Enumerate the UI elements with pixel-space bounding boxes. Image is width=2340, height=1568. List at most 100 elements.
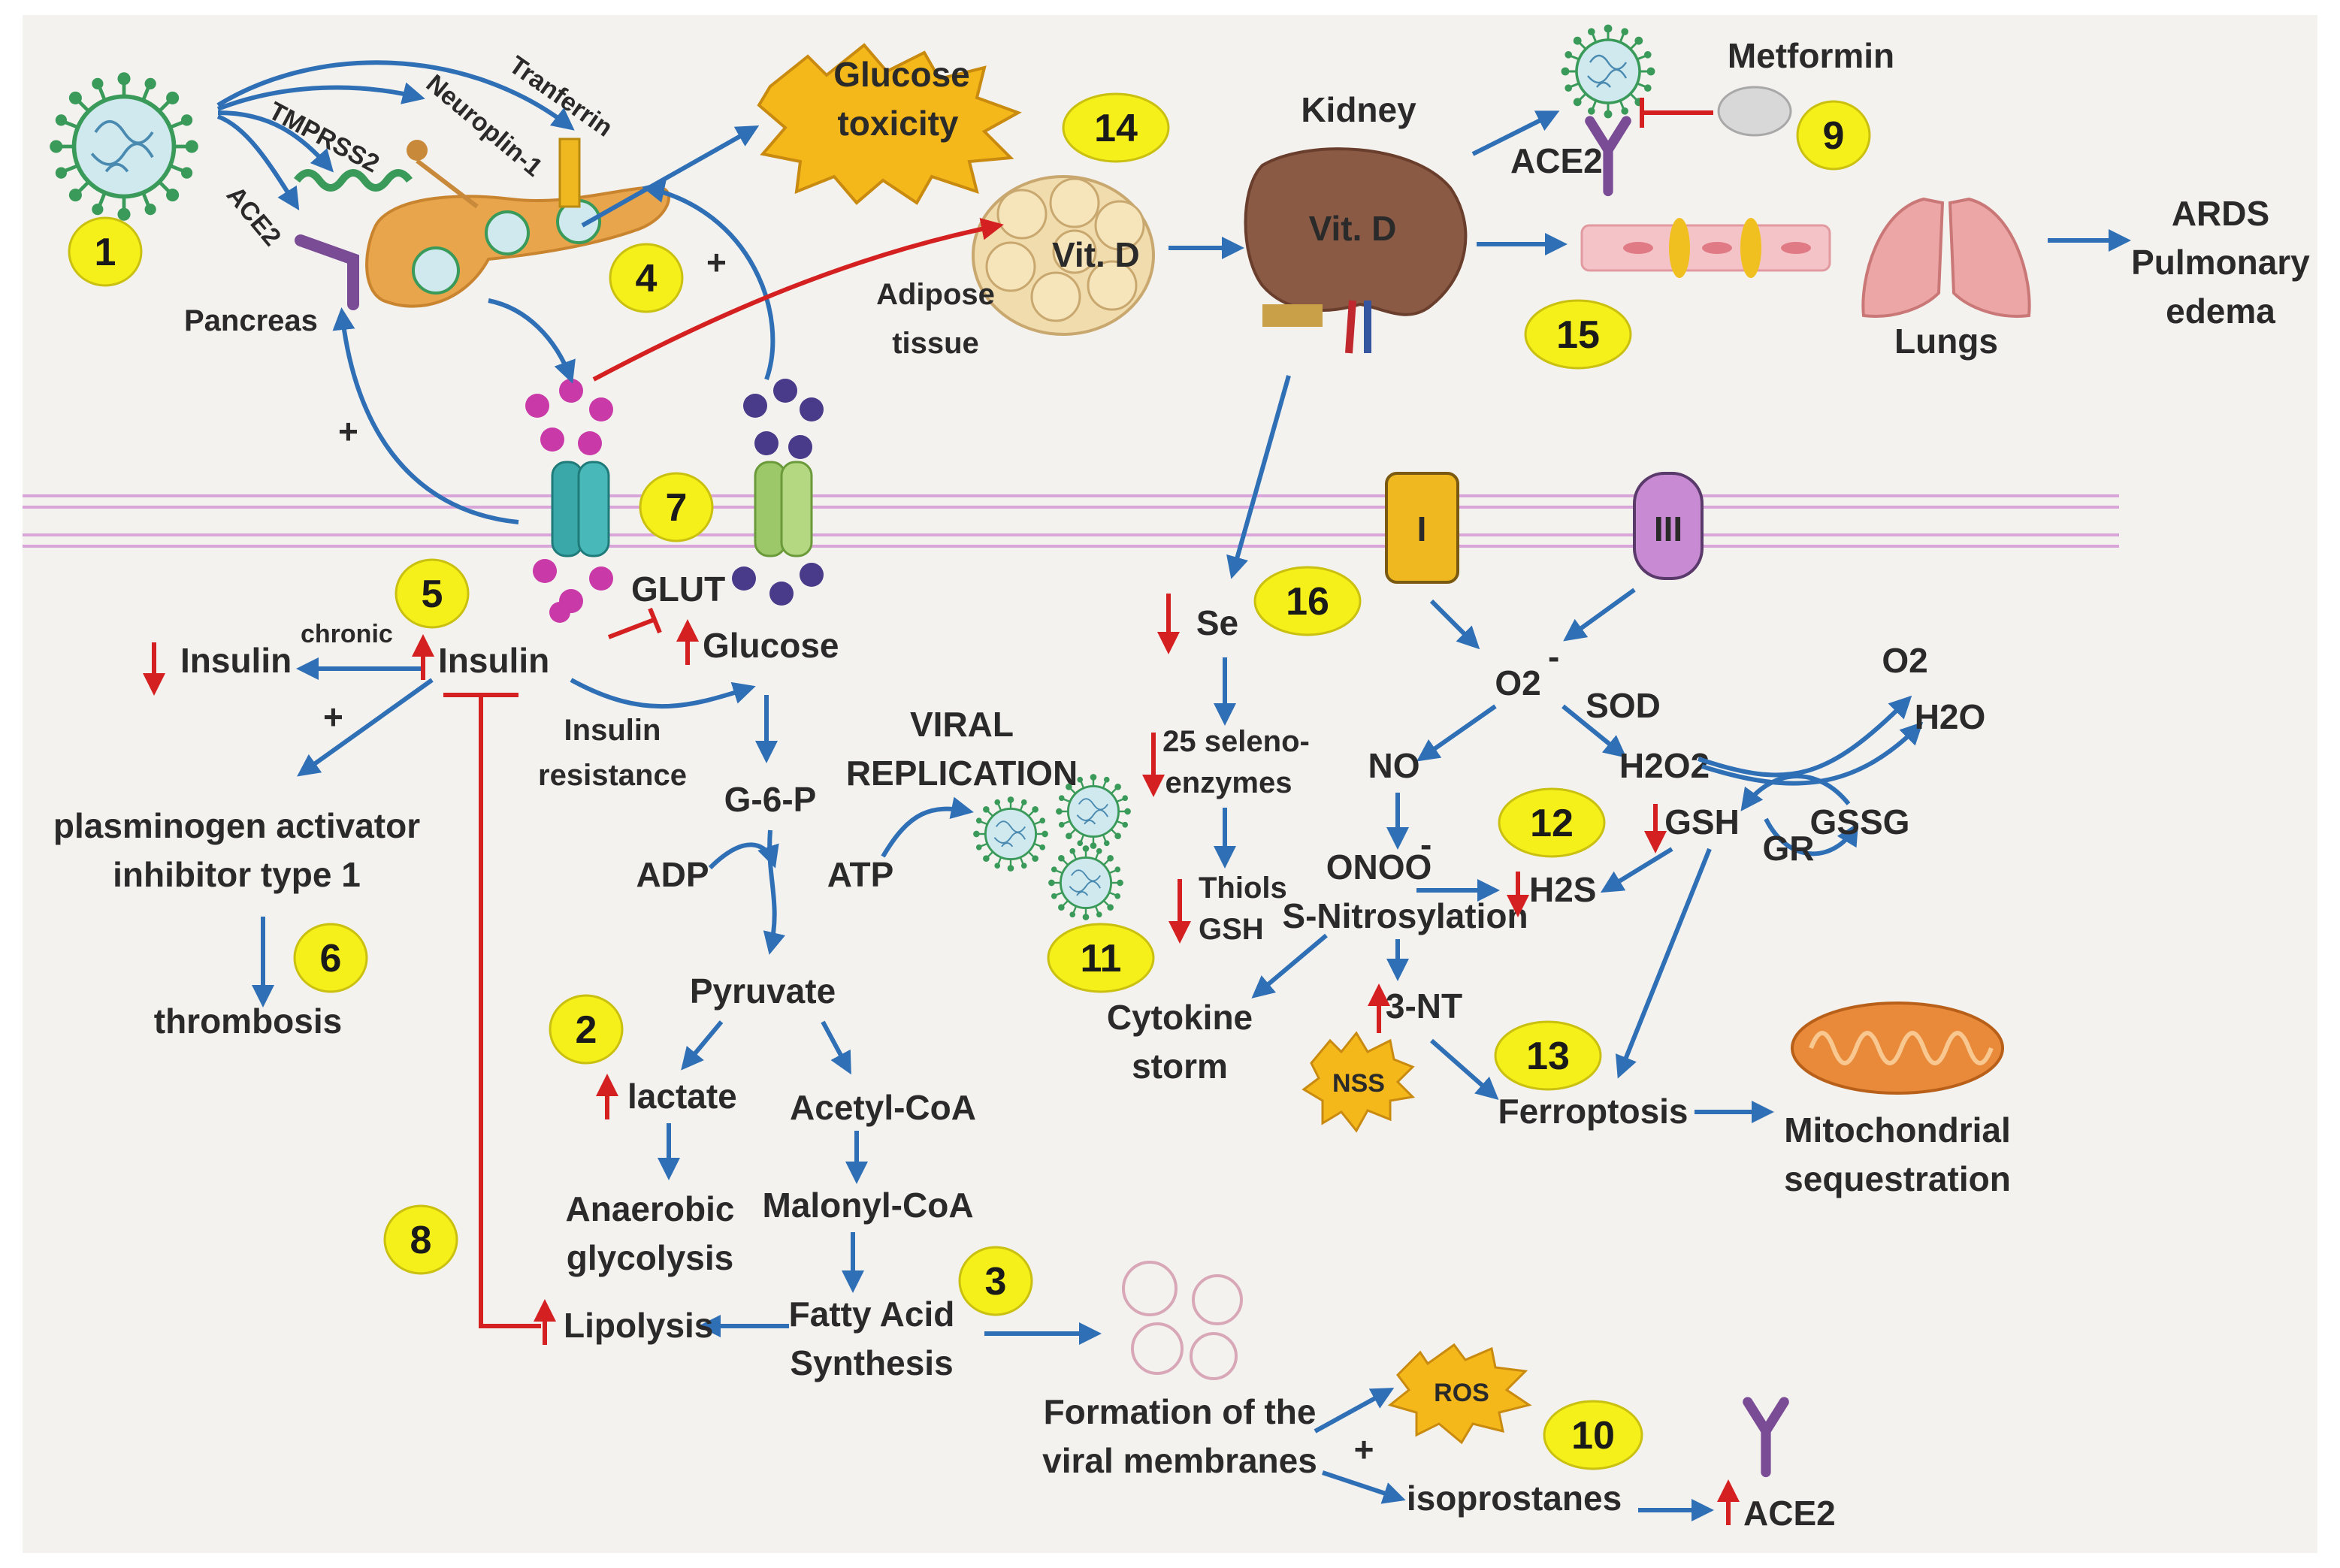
lungs-icon <box>1861 197 2031 318</box>
badge-10-number: 10 <box>1571 1414 1615 1458</box>
arrow-gr-cycle-upper <box>1740 774 1851 811</box>
badge-14-number: 14 <box>1094 107 1138 150</box>
inhibit-glut-bar <box>648 607 662 634</box>
h2o-label: H2O <box>1915 697 1986 736</box>
badge-9: 9 <box>1796 100 1871 171</box>
vitd-kidney-label: Vit. D <box>1309 209 1397 248</box>
snitrosylation-label: S-Nitrosylation <box>1282 896 1528 935</box>
arrow-3nt-ferroptosis <box>1430 1038 1499 1100</box>
arrow-kidney-ace2 <box>1471 110 1560 156</box>
arrow-virus-tmprss2 <box>217 110 334 173</box>
insulin-label: Insulin <box>438 641 549 680</box>
badge-10-circle <box>1543 1400 1643 1470</box>
glucose-toxicity-line1: Glucose <box>833 55 970 94</box>
arrow-adp <box>708 842 779 870</box>
nss-label: NSS <box>1332 1069 1385 1098</box>
badge-9-number: 9 <box>1823 114 1845 158</box>
arrow-insulin-pancreas <box>332 307 519 524</box>
arrow-pancreas-glucose-toxicity <box>581 125 760 228</box>
badge-13-number: 13 <box>1526 1035 1570 1078</box>
insulin-receptor-channel-icon <box>525 379 613 623</box>
glucose-toxicity-line2: toxicity <box>837 104 958 143</box>
arrow-gr-cycle-lower <box>1764 817 1859 857</box>
no-label: NO <box>1368 746 1420 785</box>
arrow-atp-viral-replication <box>881 796 974 858</box>
inhibit-lipolysis-insulin <box>479 695 541 1328</box>
arrow-superoxide-h2o2 <box>1562 704 1627 758</box>
badge-8-circle <box>383 1204 458 1275</box>
cytokine-line1: Cytokine <box>1107 998 1253 1037</box>
h2o2-label: H2O2 <box>1619 746 1710 785</box>
badge-5-circle <box>395 558 470 629</box>
arrow-complexiii-superoxide <box>1563 588 1636 642</box>
mitochondria-icon <box>1791 1002 2004 1095</box>
badge-15: 15 <box>1524 299 1632 370</box>
adipose-label-line1: Adipose <box>876 278 995 311</box>
badge-14-circle <box>1062 92 1170 163</box>
malonylcoa-label: Malonyl-CoA <box>762 1186 973 1225</box>
thiols-line2: GSH <box>1199 913 1264 946</box>
insulin-low-label: Insulin <box>180 641 292 680</box>
arrow-pancreas-insulin <box>488 298 576 384</box>
ros-label: ROS <box>1434 1379 1489 1407</box>
badge-11-number: 11 <box>1081 937 1122 980</box>
arrow-insulin-resistance <box>570 678 756 709</box>
glucose-toxicity-burst: Glucose toxicity <box>757 43 1022 205</box>
plus-sign-top: + <box>706 243 727 282</box>
badge-16-circle <box>1253 566 1362 636</box>
mito-line1: Mitochondrial <box>1784 1110 2011 1150</box>
superoxide-label: O2 <box>1495 663 1540 702</box>
lipolysis-label: Lipolysis <box>564 1306 713 1345</box>
badge-6-circle <box>293 923 368 993</box>
badge-8-number: 8 <box>410 1219 432 1262</box>
tranferrin-icon <box>558 137 581 208</box>
badge-4-number: 4 <box>636 257 658 301</box>
g6p-label: G-6-P <box>724 780 817 819</box>
viral-replication-line2: REPLICATION <box>846 754 1078 793</box>
selenoenzymes-line2: enzymes <box>1165 766 1292 799</box>
onoo-charge: - <box>1420 825 1432 864</box>
three-nt-label: 3-NT <box>1386 986 1462 1026</box>
plus-sign-pai: + <box>323 697 343 736</box>
ards-line2: Pulmonary <box>2131 243 2310 282</box>
arrow-membranes-ros <box>1314 1388 1395 1434</box>
anaerobic-line1: Anaerobic <box>566 1189 735 1228</box>
arrow-virus-tranferrin <box>216 60 575 131</box>
badge-4-circle <box>609 243 684 313</box>
kidney-label: Kidney <box>1301 90 1416 129</box>
complex-iii-label: III <box>1654 509 1682 548</box>
replicating-virus-icon-1 <box>972 795 1050 873</box>
fas-line1: Fatty Acid <box>789 1295 955 1334</box>
nss-burst: NSS <box>1302 1031 1416 1133</box>
insulin-resistance-line1: Insulin <box>564 714 661 747</box>
vitd-adipose-label: Vit. D <box>1052 235 1140 274</box>
pancreas-label: Pancreas <box>184 304 318 337</box>
adipose-tissue-icon <box>972 175 1155 336</box>
lactate-label: lactate <box>627 1077 737 1116</box>
insulin-resistance-line2: resistance <box>538 759 687 792</box>
arrow-gsh-ferroptosis <box>1615 847 1712 1079</box>
plus-sign-left: + <box>338 412 358 451</box>
arrow-membranes-isoprostanes <box>1322 1470 1406 1504</box>
badge-4: 4 <box>609 243 684 313</box>
cell-membrane <box>23 494 2119 548</box>
badge-11-circle <box>1047 923 1155 993</box>
thrombosis-label: thrombosis <box>154 1002 342 1041</box>
badge-5-number: 5 <box>422 573 443 616</box>
arrow-gsh-h2s <box>1600 847 1673 893</box>
viral-replication-line1: VIRAL <box>910 705 1014 744</box>
arrow-superoxide-no <box>1416 704 1497 762</box>
ace2-receptor-icon <box>295 234 359 310</box>
pyruvate-label: Pyruvate <box>690 971 836 1011</box>
badge-12-number: 12 <box>1530 802 1574 845</box>
fas-line2: Synthesis <box>790 1343 953 1382</box>
badge-2-circle <box>549 994 624 1065</box>
badge-6: 6 <box>293 923 368 993</box>
badge-2: 2 <box>549 994 624 1065</box>
badge-6-number: 6 <box>320 937 342 980</box>
badge-13: 13 <box>1494 1020 1602 1091</box>
arrow-snitrosylation-cytokine <box>1251 933 1328 999</box>
ards-line1: ARDS <box>2172 194 2269 233</box>
